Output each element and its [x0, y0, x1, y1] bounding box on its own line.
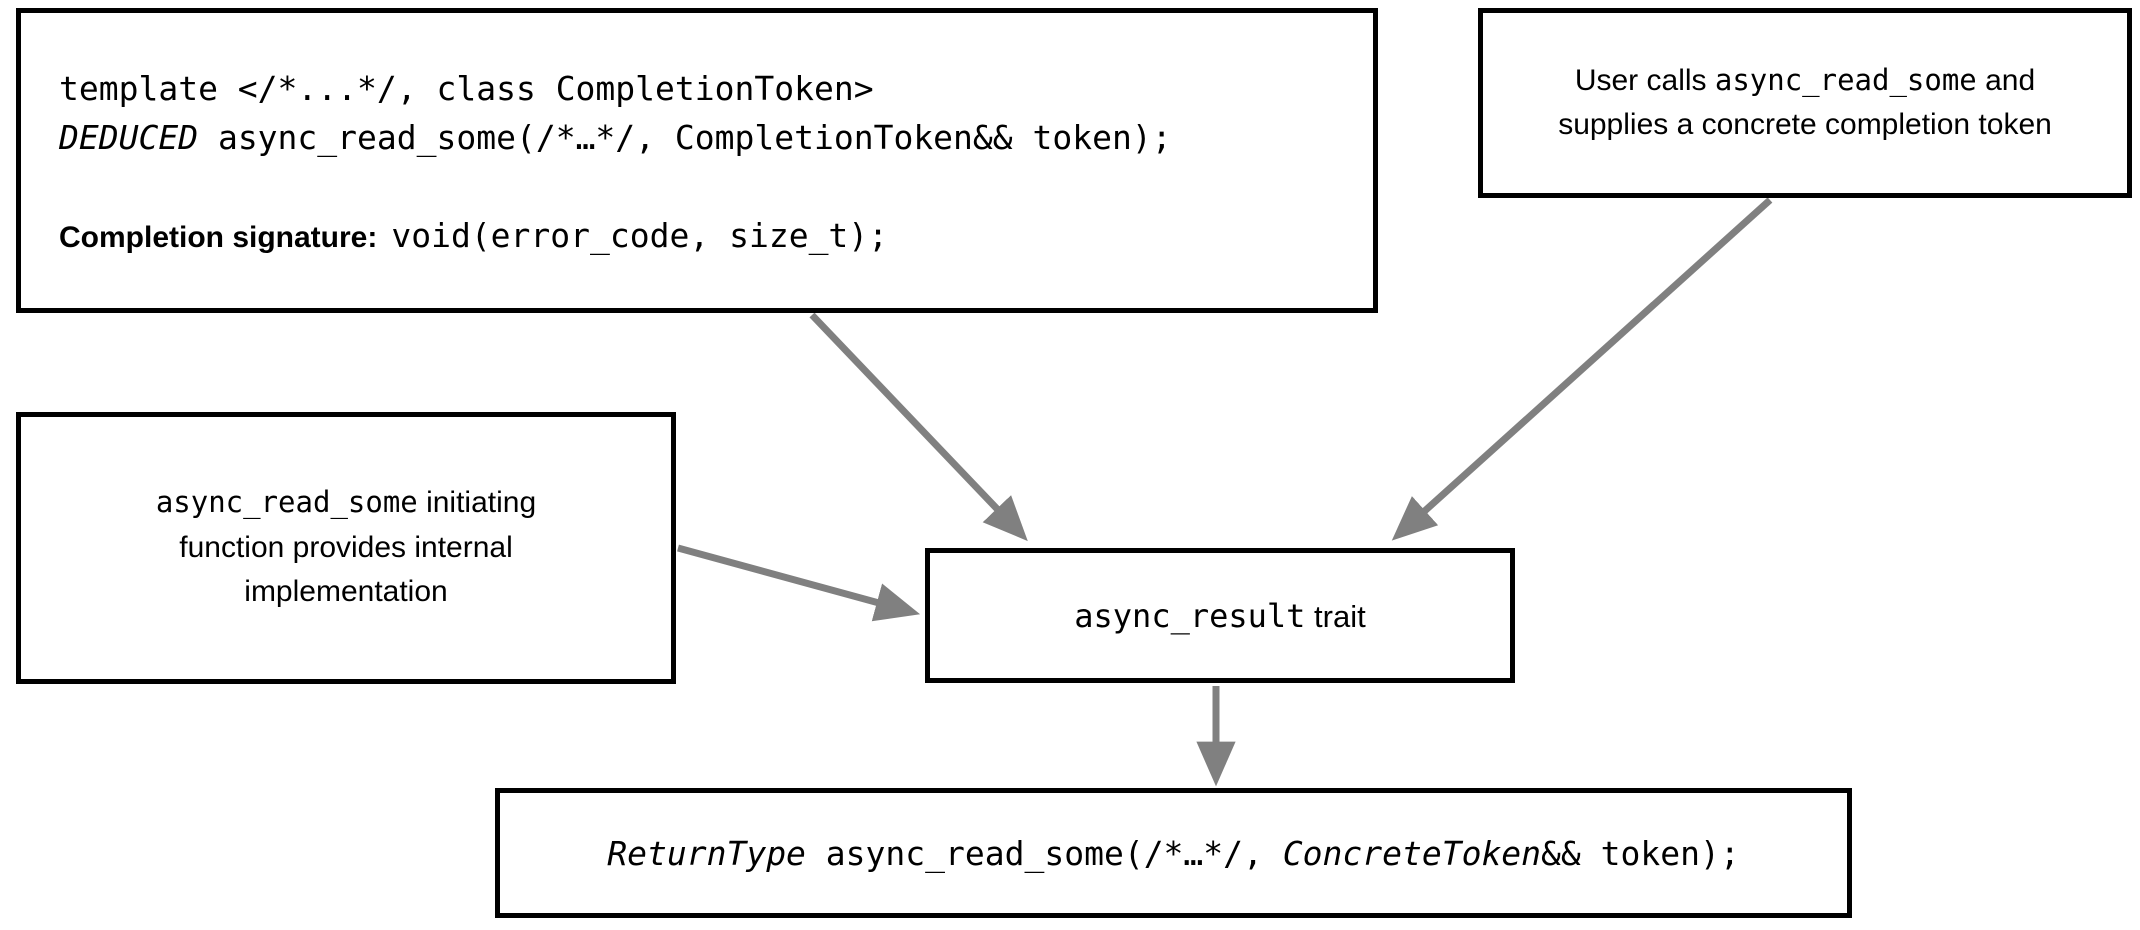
return-type-mid: async_read_some(/*…*/,: [805, 833, 1283, 873]
user-note-line-1: User calls async_read_some and: [1513, 59, 2097, 103]
user-note-function-name: async_read_some: [1714, 62, 1977, 97]
completion-signature-row: Completion signature: void(error_code, s…: [59, 216, 1335, 255]
return-type-line: ReturnType async_read_some(/*…*/, Concre…: [607, 834, 1739, 873]
initiating-line-1-rest: initiating: [417, 486, 537, 520]
user-note-text-a: User calls: [1574, 63, 1715, 97]
initiating-function-name: async_read_some: [155, 485, 418, 520]
user-note-text-b: and: [1976, 63, 2036, 97]
arrow-template-to-async-result: [809, 312, 1028, 542]
deduced-signature-rest: async_read_some(/*…*/, CompletionToken&&…: [198, 118, 1172, 157]
user-call-note-box: User calls async_read_some and supplies …: [1478, 8, 2132, 198]
initiating-line-3: implementation: [244, 575, 448, 609]
initiating-function-box: async_read_some initiating function prov…: [16, 412, 676, 684]
completion-signature-code: void(error_code, size_t);: [391, 215, 889, 255]
initiating-line-2: function provides internal: [179, 530, 513, 564]
template-declaration-box: template </*...*/, class CompletionToken…: [16, 8, 1378, 313]
completion-signature-label: Completion signature:: [59, 220, 378, 254]
template-line: template </*...*/, class CompletionToken…: [59, 69, 874, 109]
return-type-tail: && token);: [1541, 833, 1740, 873]
arrow-user-note-to-async-result: [1391, 197, 1773, 541]
async-result-trait-word: trait: [1305, 598, 1366, 634]
deduced-signature-line: DEDUCED async_read_some(/*…*/, Completio…: [59, 115, 1335, 162]
user-note-line-2: supplies a concrete completion token: [1558, 108, 2052, 141]
arrow-initiating-to-async-result: [677, 544, 921, 622]
async-result-name: async_result: [1074, 596, 1306, 635]
initiating-line-1: async_read_some initiating: [45, 481, 647, 525]
async-result-trait-box: async_result trait: [925, 548, 1515, 683]
return-type-signature-box: ReturnType async_read_some(/*…*/, Concre…: [495, 788, 1852, 918]
return-type-keyword: ReturnType: [607, 833, 806, 873]
deduced-keyword: DEDUCED: [59, 118, 199, 157]
concrete-token-keyword: ConcreteToken: [1282, 833, 1542, 873]
async-result-label: async_result trait: [1074, 597, 1365, 635]
